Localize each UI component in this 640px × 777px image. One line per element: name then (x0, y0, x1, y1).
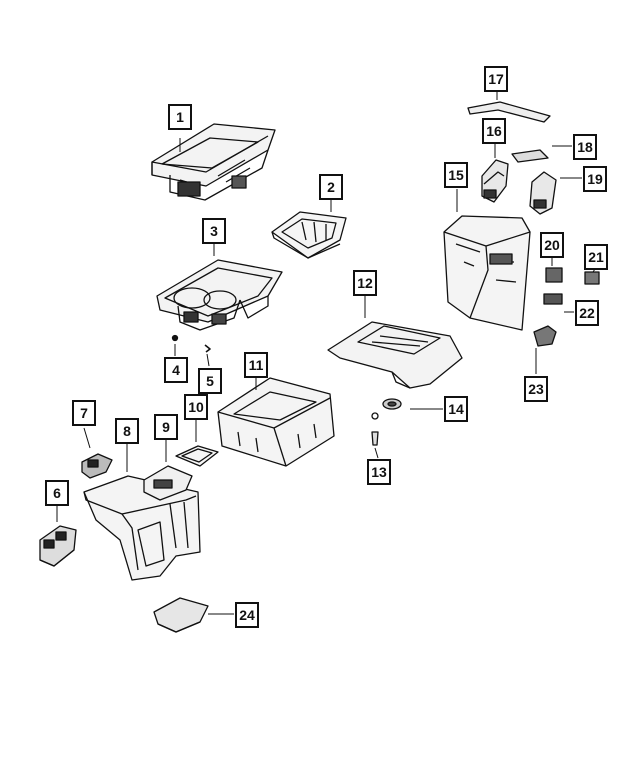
callout-11: 11 (244, 352, 268, 378)
callout-5: 5 (198, 368, 222, 394)
part-21-switch (584, 271, 600, 285)
part-12-shifter-plate (327, 321, 463, 389)
part-16-duct (481, 159, 509, 203)
part-14-grommet (382, 398, 402, 410)
callout-20: 20 (540, 232, 564, 258)
callout-10: 10 (184, 394, 208, 420)
callout-24: 24 (235, 602, 259, 628)
part-2-tray (271, 211, 347, 259)
callout-14: 14 (444, 396, 468, 422)
callout-22: 22 (575, 300, 599, 326)
part-7-switch (81, 453, 113, 479)
part-9-bezel (143, 465, 193, 501)
part-19-duct (529, 171, 557, 215)
callout-17: 17 (484, 66, 508, 92)
callout-2: 2 (319, 174, 343, 200)
part-13-pin (371, 412, 379, 446)
callout-7: 7 (72, 400, 96, 426)
callout-19: 19 (583, 166, 607, 192)
part-23-switch (533, 325, 557, 347)
part-18-pad (511, 149, 549, 163)
part-15-rear-panel (443, 215, 531, 331)
part-11-base-bin (217, 377, 335, 467)
part-1-console-lid (151, 123, 276, 201)
callout-4: 4 (164, 357, 188, 383)
callout-23: 23 (524, 376, 548, 402)
part-5-clip (204, 344, 211, 353)
callout-8: 8 (115, 418, 139, 444)
part-22-switch (543, 293, 563, 305)
part-24-module (153, 597, 209, 633)
callout-6: 6 (45, 480, 69, 506)
part-17-trim-strip (467, 101, 551, 123)
part-4-fastener (171, 334, 179, 342)
part-8-lower-panel (83, 475, 201, 581)
callout-12: 12 (353, 270, 377, 296)
callout-21: 21 (584, 244, 608, 270)
part-20-switch (545, 267, 563, 283)
callout-13: 13 (367, 459, 391, 485)
part-10-mat (175, 445, 219, 467)
callout-16: 16 (482, 118, 506, 144)
callout-3: 3 (202, 218, 226, 244)
leader-lines (56, 90, 596, 615)
callout-9: 9 (154, 414, 178, 440)
callout-15: 15 (444, 162, 468, 188)
callout-1: 1 (168, 104, 192, 130)
part-3-cupholder-bin (156, 259, 283, 331)
part-6-switch-module (39, 525, 77, 567)
callout-18: 18 (573, 134, 597, 160)
